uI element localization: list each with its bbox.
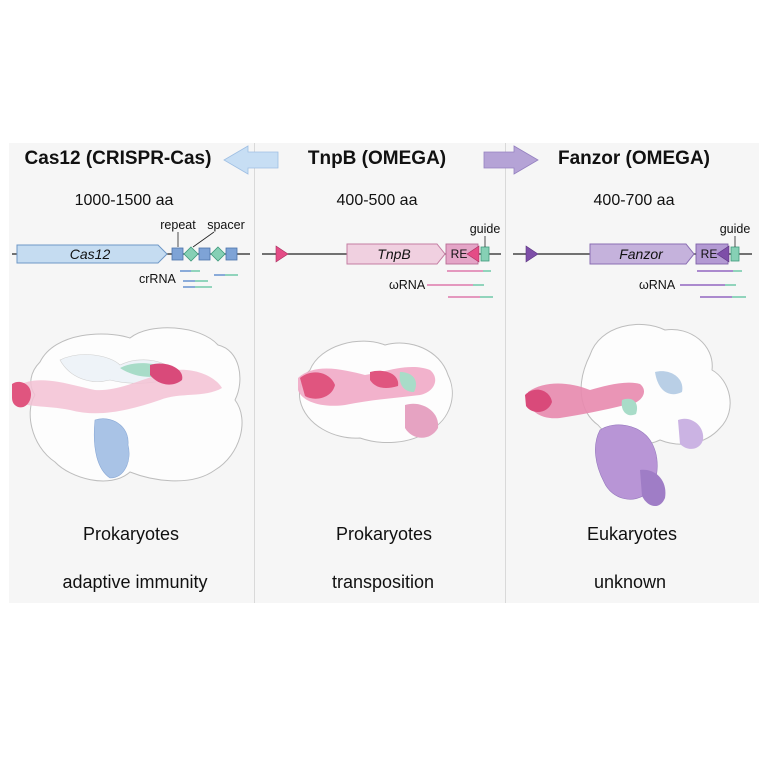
repeat-box — [171, 247, 184, 261]
fanzor-gene-arrow — [589, 243, 695, 265]
spacer-label: spacer — [207, 218, 245, 232]
right-end-triangle — [716, 245, 730, 263]
omega-rna-label: ωRNA — [389, 278, 426, 292]
left-arrow-icon — [223, 145, 279, 175]
fanzor-locus: Fanzor RE guide ωRNA — [513, 222, 752, 298]
function-tnpb: transposition — [331, 572, 435, 592]
cas12-gene-arrow — [16, 244, 168, 264]
tnpb-gene-label: TnpB — [377, 246, 410, 262]
guide-label: guide — [470, 222, 501, 236]
spacer-diamond — [183, 246, 199, 262]
repeat-box — [225, 247, 238, 261]
re-label: RE — [701, 247, 718, 261]
guide-box — [730, 246, 740, 262]
tnpb-gene-arrow — [346, 243, 446, 265]
fanzor-structure-image — [525, 323, 731, 507]
guide-box — [480, 246, 490, 262]
left-end-triangle — [275, 245, 289, 263]
host-cas12: Prokaryotes — [82, 524, 180, 544]
repeat-box — [198, 247, 211, 261]
tnpb-locus: TnpB RE guide ωRNA — [262, 222, 501, 298]
function-cas12: adaptive immunity — [62, 572, 208, 592]
host-fanzor: Eukaryotes — [586, 524, 678, 544]
cas12-locus: Cas12 repeat spacer crRNA — [12, 218, 250, 288]
panel-divider — [254, 143, 255, 603]
repeat-label: repeat — [160, 218, 196, 232]
cas12-structure-image — [12, 327, 243, 482]
panel-divider — [505, 143, 506, 603]
panel-title-fanzor: Fanzor (OMEGA) — [558, 148, 710, 169]
tnpb-structure-image — [298, 340, 453, 443]
host-tnpb: Prokaryotes — [335, 524, 433, 544]
panel-title-tnpb: TnpB (OMEGA) — [307, 148, 447, 169]
crrna-label: crRNA — [139, 272, 176, 286]
omega-rna-label: ωRNA — [639, 278, 676, 292]
guide-label: guide — [720, 222, 751, 236]
fanzor-gene-label: Fanzor — [619, 246, 664, 262]
protein-length-cas12: 1000-1500 aa — [74, 192, 174, 209]
right-arrow-icon — [483, 145, 539, 175]
protein-length-fanzor: 400-700 aa — [593, 192, 675, 209]
right-end-triangle — [466, 245, 480, 263]
function-fanzor: unknown — [593, 572, 667, 592]
panel-title-cas12: Cas12 (CRISPR-Cas) — [24, 148, 212, 169]
cas12-gene-label: Cas12 — [70, 246, 111, 262]
re-label: RE — [451, 247, 468, 261]
left-end-triangle — [525, 245, 539, 263]
protein-length-tnpb: 400-500 aa — [336, 192, 418, 209]
spacer-diamond — [210, 246, 226, 262]
